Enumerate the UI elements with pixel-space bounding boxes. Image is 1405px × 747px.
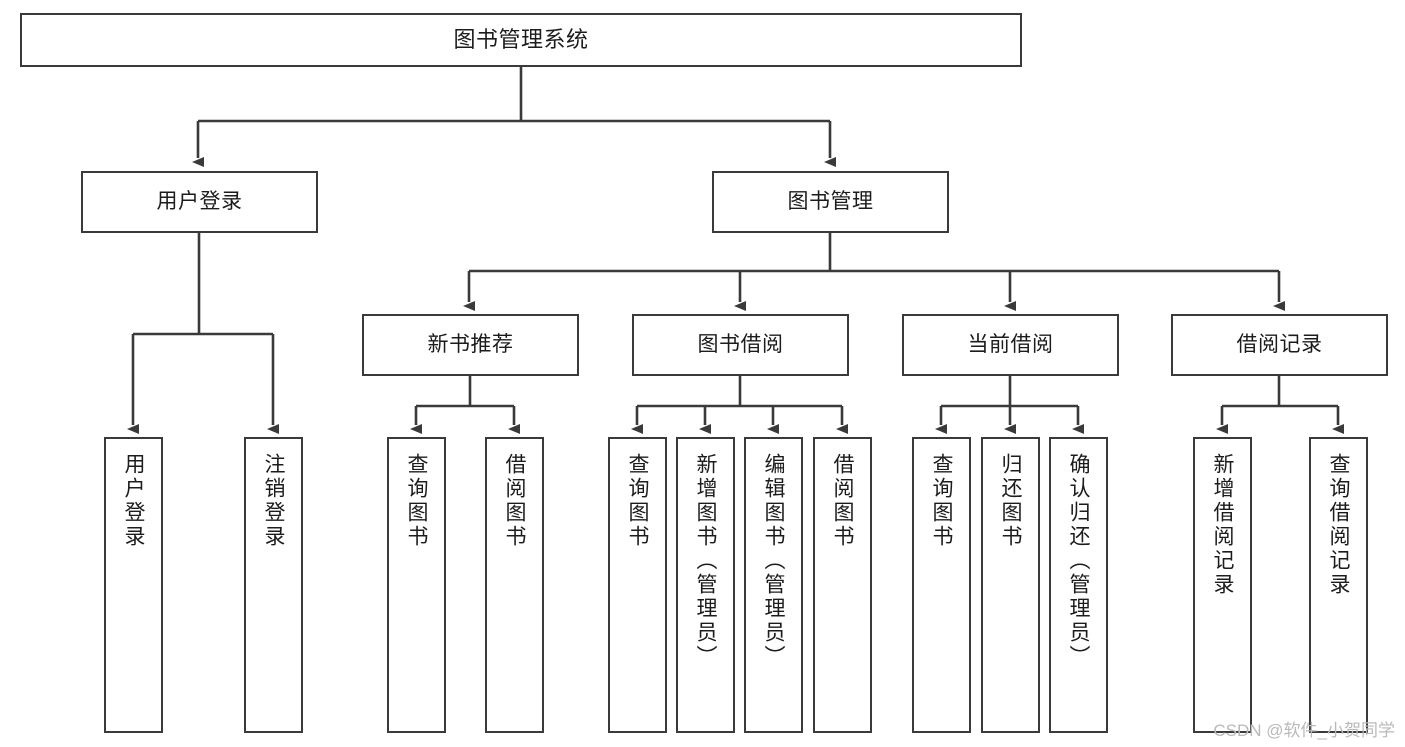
node-root-book-management-system[interactable]: 图书管理系统 — [20, 13, 1022, 67]
leaf-current-borrow-confirm-return[interactable]: 确认归还（管理员） — [1049, 437, 1108, 733]
node-book-borrow[interactable]: 图书借阅 — [632, 314, 849, 376]
node-label: 确认归还（管理员） — [1067, 453, 1090, 669]
leaf-borrow-record-query[interactable]: 查询借阅记录 — [1309, 437, 1368, 733]
node-label: 用户登录 — [156, 189, 243, 213]
leaf-new-book-query[interactable]: 查询图书 — [387, 437, 446, 733]
node-new-book-recommend[interactable]: 新书推荐 — [362, 314, 579, 376]
leaf-current-borrow-return[interactable]: 归还图书 — [981, 437, 1040, 733]
leaf-current-borrow-query[interactable]: 查询图书 — [912, 437, 971, 733]
node-label: 借阅记录 — [1236, 332, 1323, 356]
node-label: 查询图书 — [930, 453, 953, 549]
node-label: 查询图书 — [405, 453, 428, 549]
node-label: 编辑图书（管理员） — [762, 453, 785, 669]
node-book-management[interactable]: 图书管理 — [712, 171, 949, 233]
watermark-text: CSDN @软件_小贺同学 — [1213, 721, 1395, 740]
leaf-book-borrow-add[interactable]: 新增图书（管理员） — [676, 437, 735, 733]
node-borrow-record[interactable]: 借阅记录 — [1171, 314, 1388, 376]
leaf-book-borrow-borrow[interactable]: 借阅图书 — [813, 437, 872, 733]
leaf-user-login-signout[interactable]: 注销登录 — [244, 437, 303, 733]
node-label: 归还图书 — [999, 453, 1022, 549]
node-label: 查询图书 — [626, 453, 649, 549]
node-label: 用户登录 — [122, 453, 145, 549]
node-label: 图书管理系统 — [453, 27, 589, 53]
node-label: 图书借阅 — [697, 332, 784, 356]
node-label: 借阅图书 — [503, 453, 526, 549]
leaf-book-borrow-edit[interactable]: 编辑图书（管理员） — [744, 437, 803, 733]
node-user-login[interactable]: 用户登录 — [81, 171, 318, 233]
node-label: 注销登录 — [262, 453, 285, 549]
node-label: 图书管理 — [787, 189, 874, 213]
node-label: 新书推荐 — [427, 332, 514, 356]
node-label: 新增图书（管理员） — [694, 453, 717, 669]
node-label: 借阅图书 — [831, 453, 854, 549]
node-label: 新增借阅记录 — [1211, 453, 1234, 597]
leaf-book-borrow-query[interactable]: 查询图书 — [608, 437, 667, 733]
node-label: 当前借阅 — [967, 332, 1054, 356]
node-current-borrow[interactable]: 当前借阅 — [902, 314, 1119, 376]
leaf-user-login-signin[interactable]: 用户登录 — [104, 437, 163, 733]
node-label: 查询借阅记录 — [1327, 453, 1350, 597]
leaf-new-book-borrow[interactable]: 借阅图书 — [485, 437, 544, 733]
leaf-borrow-record-add[interactable]: 新增借阅记录 — [1193, 437, 1252, 733]
